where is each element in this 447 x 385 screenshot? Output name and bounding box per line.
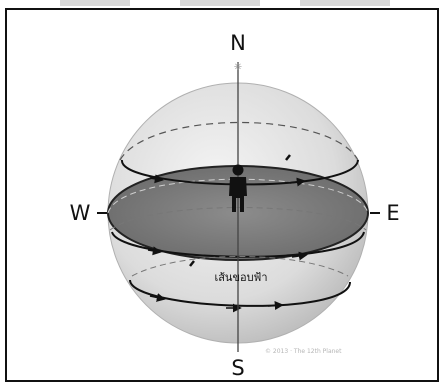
lower-path-arrow-right	[268, 305, 282, 306]
south-label: S	[231, 356, 244, 380]
east-label: E	[386, 201, 399, 225]
north-label: N	[230, 31, 246, 55]
west-label: W	[70, 201, 91, 225]
watermark-text: © 2013 · The 12th Planet	[265, 348, 342, 355]
north-star-icon: ✳	[234, 62, 242, 73]
horizon-label: เส้นขอบฟ้า	[214, 271, 267, 284]
